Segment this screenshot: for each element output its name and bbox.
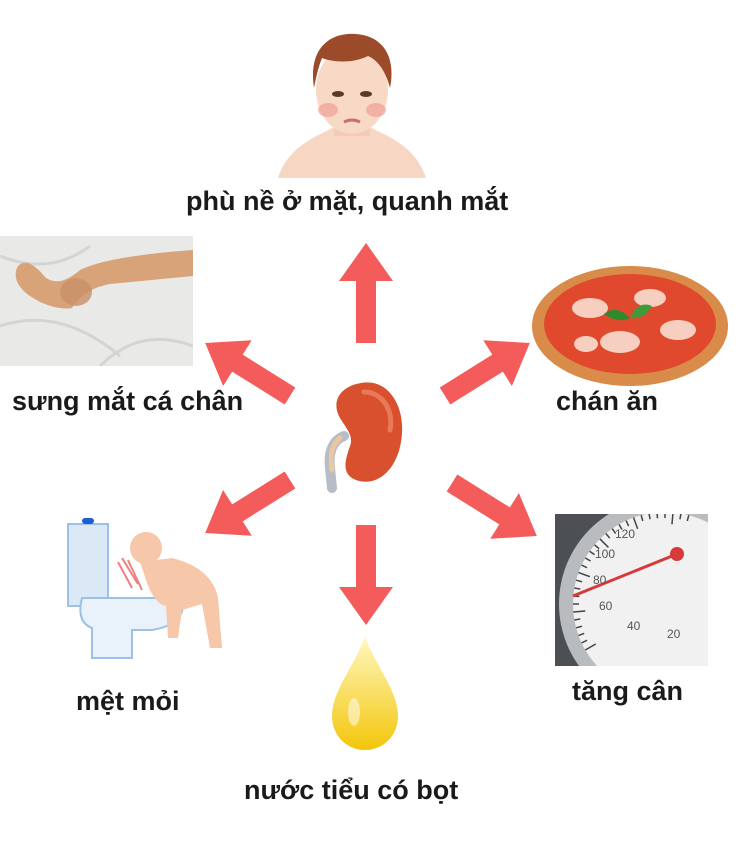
swollen-ankle-photo (0, 236, 193, 366)
scale-tick (648, 514, 651, 520)
scale-tick (671, 514, 674, 525)
scale-tick (575, 579, 583, 583)
scale-tick (578, 632, 585, 637)
arrow-up-icon (339, 243, 393, 343)
scale-tick (581, 639, 588, 644)
label-foamy-urine: nước tiểu có bọt (244, 775, 459, 805)
scale-number: 20 (667, 627, 681, 641)
label-ankle-swelling: sưng mắt cá chân (12, 386, 244, 416)
scale-tick (656, 514, 659, 519)
label-weight-gain: tăng cân (572, 676, 684, 706)
scale-tick (632, 517, 639, 530)
weight-scale-illustration: 100 120 80 60 40 20 (555, 514, 708, 666)
scale-tick (574, 587, 581, 590)
label-loss-of-appetite: chán ăn (556, 386, 659, 416)
pizza-illustration (532, 266, 728, 386)
scale-number: 60 (599, 599, 613, 613)
label-fatigue: mệt mỏi (76, 686, 180, 716)
scale-tick (584, 643, 597, 651)
scale-tick (574, 618, 581, 621)
scale-tick (618, 523, 623, 530)
scale-tick (679, 514, 682, 520)
scale-tick (611, 528, 617, 534)
swollen-face-illustration (278, 33, 426, 178)
scale-tick (581, 564, 588, 569)
scale-tick (599, 538, 609, 548)
label-face-swelling: phù nề ở mặt, quanh mắt (186, 186, 509, 216)
kidney-icon (324, 382, 403, 493)
arrow-down-icon (339, 525, 393, 625)
scale-number: 100 (595, 547, 615, 561)
scale-tick (605, 533, 611, 539)
scale-tick (625, 520, 630, 527)
scale-number: 120 (615, 527, 635, 541)
scale-tick (573, 610, 586, 613)
arrow-up-right-icon (430, 320, 545, 419)
arrow-down-right-icon (437, 460, 552, 559)
scale-tick (640, 514, 644, 522)
scale-tick (575, 625, 583, 629)
scale-tick (686, 514, 690, 522)
urine-drop-illustration (332, 636, 398, 750)
vomiting-person-illustration (67, 518, 222, 659)
scale-number: 80 (593, 573, 607, 587)
scale-tick (584, 557, 591, 562)
scale-number: 40 (627, 619, 641, 633)
scale-tick (594, 544, 600, 550)
scale-tick (589, 550, 595, 556)
scale-tick (578, 571, 591, 578)
